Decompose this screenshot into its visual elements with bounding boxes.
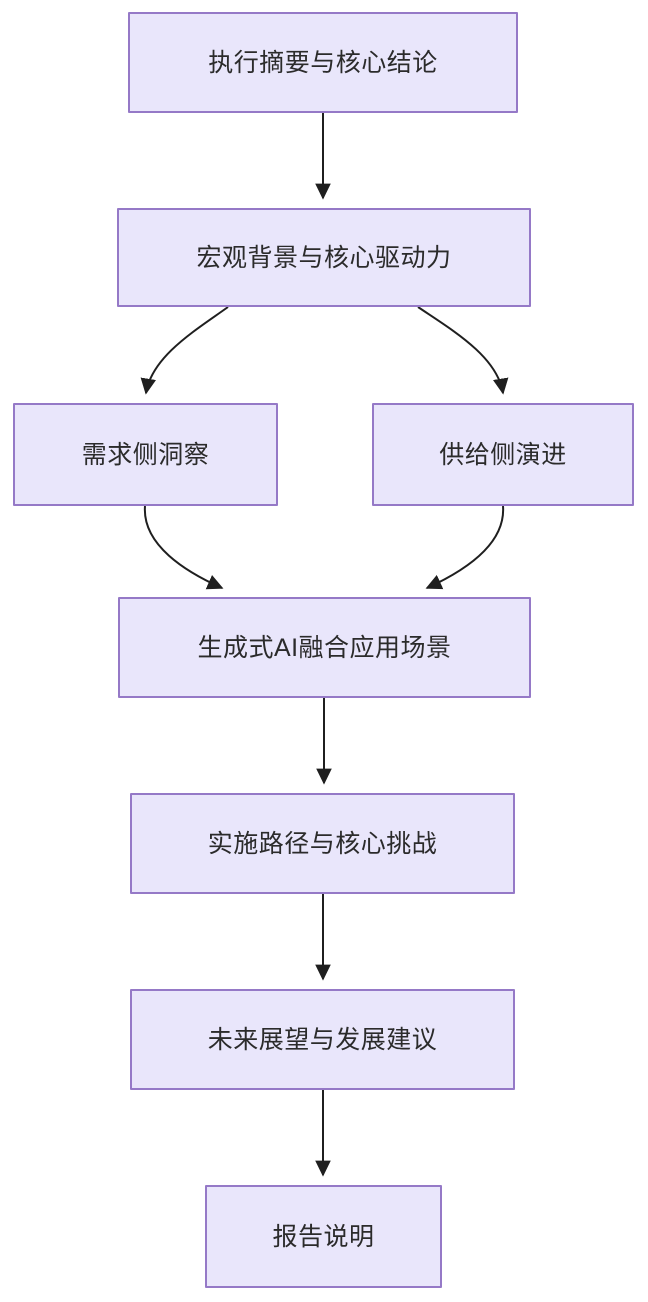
flow-node-label: 需求侧洞察 xyxy=(81,440,210,469)
flow-node-future-outlook-recommendations[interactable]: 未来展望与发展建议 xyxy=(130,989,515,1090)
flow-node-executive-summary[interactable]: 执行摘要与核心结论 xyxy=(128,12,518,113)
flow-node-macro-background[interactable]: 宏观背景与核心驱动力 xyxy=(117,208,531,307)
edge-n3-n5 xyxy=(143,505,224,590)
edge-n2-n3 xyxy=(140,306,229,395)
edge-n2-n4 xyxy=(417,306,509,395)
flow-node-supply-side-evolution[interactable]: 供给侧演进 xyxy=(372,403,634,506)
flow-node-label: 未来展望与发展建议 xyxy=(207,1025,438,1054)
flow-node-label: 实施路径与核心挑战 xyxy=(207,829,438,858)
edge-n4-n5 xyxy=(425,505,505,590)
flow-node-label: 执行摘要与核心结论 xyxy=(208,48,438,77)
flow-node-report-notes[interactable]: 报告说明 xyxy=(205,1185,442,1288)
flow-node-label: 宏观背景与核心驱动力 xyxy=(196,243,452,272)
flow-node-label: 供给侧演进 xyxy=(439,440,567,469)
flow-node-label: 报告说明 xyxy=(272,1222,375,1251)
flow-node-genai-application-scenarios[interactable]: 生成式AI融合应用场景 xyxy=(118,597,531,698)
flow-node-implementation-path-challenges[interactable]: 实施路径与核心挑战 xyxy=(130,793,515,894)
flow-node-label: 生成式AI融合应用场景 xyxy=(197,633,452,662)
flow-node-demand-side-insight[interactable]: 需求侧洞察 xyxy=(13,403,278,506)
